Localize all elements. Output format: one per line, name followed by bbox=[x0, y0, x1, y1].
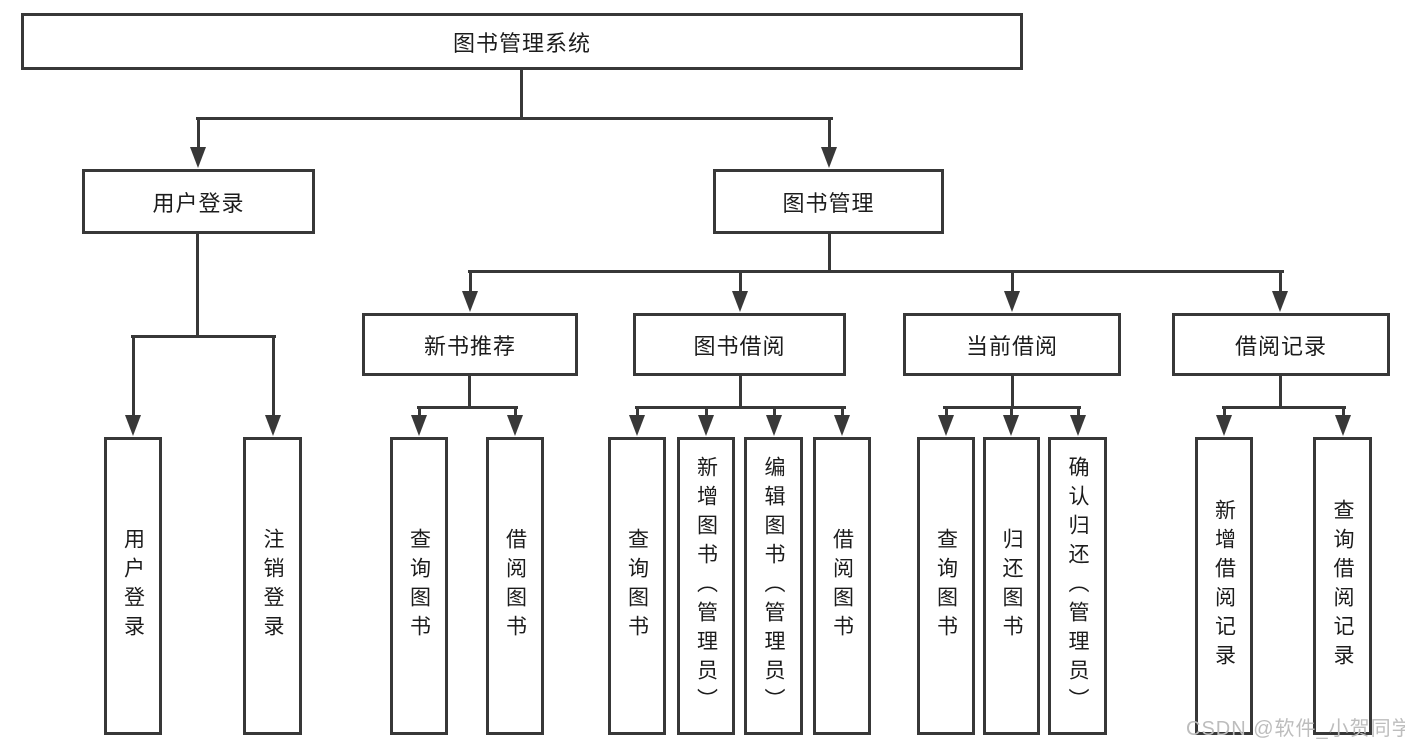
connector-line bbox=[704, 407, 708, 417]
node-br-query-record: 查询借阅记录 bbox=[1313, 437, 1372, 735]
node-bb-add-book-label: 新增图书（管理员） bbox=[694, 455, 718, 717]
connector-line bbox=[1341, 407, 1345, 417]
node-user-login: 用户登录 bbox=[82, 169, 315, 234]
connector-line bbox=[738, 376, 742, 408]
connector-line bbox=[1009, 407, 1013, 417]
connector-line bbox=[827, 234, 831, 273]
node-new-book-recommend-label: 新书推荐 bbox=[423, 333, 516, 359]
connector-line bbox=[1278, 271, 1282, 293]
arrow-down-icon bbox=[1002, 415, 1019, 436]
connector-line bbox=[1278, 376, 1282, 408]
arrow-down-icon bbox=[765, 415, 782, 436]
arrow-down-icon bbox=[1215, 415, 1232, 436]
node-current-borrow: 当前借阅 bbox=[903, 313, 1121, 376]
connector-line bbox=[196, 118, 200, 149]
node-nb-query-book: 查询图书 bbox=[390, 437, 448, 735]
node-bb-query-book-label: 查询图书 bbox=[625, 528, 649, 644]
arrow-down-icon bbox=[124, 415, 141, 436]
connector-line bbox=[772, 407, 776, 417]
connector-line bbox=[131, 336, 135, 417]
connector-line bbox=[840, 407, 844, 417]
node-bb-borrow-book-label: 借阅图书 bbox=[830, 528, 854, 644]
node-current-borrow-label: 当前借阅 bbox=[965, 333, 1058, 359]
connector-line bbox=[1076, 407, 1080, 417]
arrow-down-icon bbox=[697, 415, 714, 436]
connector-line bbox=[513, 407, 517, 417]
node-logout-label: 注销登录 bbox=[261, 528, 284, 644]
node-logout: 注销登录 bbox=[243, 437, 302, 735]
node-library-system-label: 图书管理系统 bbox=[452, 30, 591, 56]
connector-line bbox=[271, 336, 275, 417]
arrow-down-icon bbox=[1334, 415, 1351, 436]
node-cb-query-book-label: 查询图书 bbox=[934, 528, 958, 644]
arrow-down-icon bbox=[189, 147, 206, 168]
connector-line bbox=[1221, 405, 1346, 409]
arrow-down-icon bbox=[937, 415, 954, 436]
arrow-down-icon bbox=[1271, 291, 1288, 312]
connector-line bbox=[738, 271, 742, 293]
arrow-down-icon bbox=[1069, 415, 1086, 436]
connector-line bbox=[1010, 376, 1014, 408]
connector-line bbox=[467, 269, 1284, 273]
connector-line bbox=[827, 118, 831, 149]
connector-line bbox=[1010, 271, 1014, 293]
node-cb-confirm-return-label: 确认归还（管理员） bbox=[1066, 455, 1089, 717]
node-user-login-label: 用户登录 bbox=[152, 190, 245, 216]
connector-line bbox=[416, 405, 518, 409]
node-new-book-recommend: 新书推荐 bbox=[362, 313, 578, 376]
node-nb-borrow-book-label: 借阅图书 bbox=[503, 528, 527, 644]
node-br-query-record-label: 查询借阅记录 bbox=[1331, 499, 1354, 673]
node-book-management: 图书管理 bbox=[713, 169, 944, 234]
arrow-down-icon bbox=[820, 147, 837, 168]
connector-line bbox=[634, 405, 846, 409]
arrow-down-icon bbox=[410, 415, 427, 436]
node-library-system: 图书管理系统 bbox=[21, 13, 1023, 70]
connector-line bbox=[195, 116, 833, 120]
node-login: 用户登录 bbox=[104, 437, 162, 735]
node-cb-query-book: 查询图书 bbox=[917, 437, 975, 735]
connector-line bbox=[944, 407, 948, 417]
node-br-add-record-label: 新增借阅记录 bbox=[1212, 499, 1236, 673]
node-book-borrow: 图书借阅 bbox=[633, 313, 846, 376]
arrow-down-icon bbox=[264, 415, 281, 436]
connector-line bbox=[467, 376, 471, 408]
connector-line bbox=[417, 407, 421, 417]
node-nb-query-book-label: 查询图书 bbox=[407, 528, 431, 644]
node-borrow-records: 借阅记录 bbox=[1172, 313, 1390, 376]
arrow-down-icon bbox=[506, 415, 523, 436]
arrow-down-icon bbox=[833, 415, 850, 436]
node-book-management-label: 图书管理 bbox=[782, 190, 875, 216]
arrow-down-icon bbox=[1003, 291, 1020, 312]
node-nb-borrow-book: 借阅图书 bbox=[486, 437, 544, 735]
connector-line bbox=[1222, 407, 1226, 417]
arrow-down-icon bbox=[461, 291, 478, 312]
node-book-borrow-label: 图书借阅 bbox=[693, 333, 786, 359]
arrow-down-icon bbox=[628, 415, 645, 436]
arrow-down-icon bbox=[731, 291, 748, 312]
node-borrow-records-label: 借阅记录 bbox=[1234, 333, 1327, 359]
node-cb-return-book: 归还图书 bbox=[983, 437, 1040, 735]
watermark: CSDN @软件_小贺同学 bbox=[1186, 718, 1405, 740]
node-bb-borrow-book: 借阅图书 bbox=[813, 437, 871, 735]
connector-line bbox=[130, 334, 276, 338]
node-cb-confirm-return: 确认归还（管理员） bbox=[1048, 437, 1107, 735]
connector-line bbox=[468, 271, 472, 293]
node-bb-edit-book: 编辑图书（管理员） bbox=[744, 437, 803, 735]
connector-line bbox=[519, 70, 523, 119]
node-cb-return-book-label: 归还图书 bbox=[1000, 528, 1023, 644]
node-br-add-record: 新增借阅记录 bbox=[1195, 437, 1253, 735]
node-login-label: 用户登录 bbox=[121, 528, 145, 644]
node-bb-query-book: 查询图书 bbox=[608, 437, 666, 735]
connector-line bbox=[195, 234, 199, 338]
connector-line bbox=[635, 407, 639, 417]
node-bb-edit-book-label: 编辑图书（管理员） bbox=[762, 455, 785, 717]
node-bb-add-book: 新增图书（管理员） bbox=[677, 437, 735, 735]
